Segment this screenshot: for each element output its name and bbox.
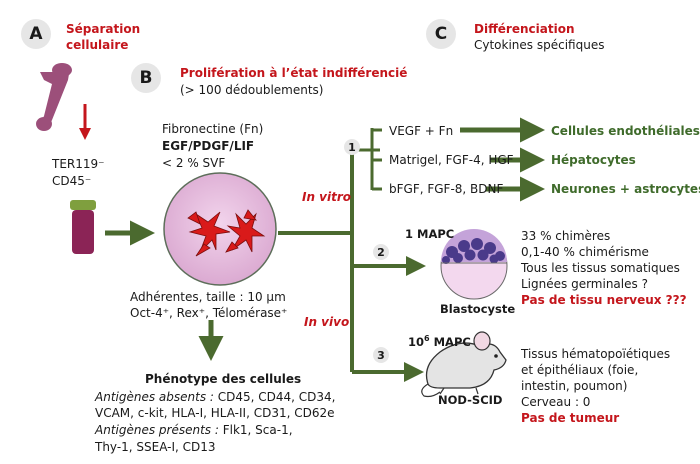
cell-size: Adhérentes, taille : 10 µm: [130, 290, 286, 304]
mouse-result-3: intestin, poumon): [521, 379, 628, 393]
outcome-hepatocytes: Hépatocytes: [551, 153, 636, 167]
label-c: C: [426, 19, 456, 49]
blastocyst-result-5: Pas de tissu nerveux ???: [521, 293, 687, 307]
culture-factors: EGF/PDGF/LIF: [162, 139, 255, 153]
section-a-title-1: Séparation: [66, 22, 141, 36]
mouse-result-4: Cerveau : 0: [521, 395, 591, 409]
antigens-present-line2: Thy-1, SSEA-I, CD13: [95, 440, 216, 454]
section-b-title: Prolifération à l’état indifférencié: [180, 66, 408, 80]
blastocyst-result-3: Tous les tissus somatiques: [521, 261, 680, 275]
antigens-present-label: Antigènes présents :: [95, 423, 219, 437]
marker-ter119: TER119⁻: [52, 157, 105, 171]
blastocyst-label: Blastocyste: [440, 302, 516, 316]
blastocyst-result-2: 0,1-40 % chimérisme: [521, 245, 649, 259]
section-a-title-2: cellulaire: [66, 38, 129, 52]
label-2: 2: [373, 244, 389, 260]
label-b: B: [131, 63, 161, 93]
label-3: 3: [373, 347, 389, 363]
culture-fibronectin: Fibronectine (Fn): [162, 122, 264, 136]
mouse-label: NOD-SCID: [438, 393, 503, 407]
culture-dish-icon: [163, 172, 277, 286]
section-c-subtitle: Cytokines spécifiques: [474, 38, 605, 52]
marker-cd45: CD45⁻: [52, 174, 92, 188]
mouse-result-1: Tissus hématopoïétiques: [521, 347, 671, 361]
condition-matrigel: Matrigel, FGF-4, HGF: [389, 153, 514, 167]
route-in-vitro: In vitro: [302, 190, 352, 204]
antigens-present-line1: Antigènes présents : Flk1, Sca-1,: [95, 423, 293, 437]
mouse-icon: [421, 331, 507, 398]
blastocyst-result-1: 33 % chimères: [521, 229, 611, 243]
cell-markers: Oct-4⁺, Rex⁺, Télomérase⁺: [130, 306, 288, 320]
section-b-subtitle: (> 100 dédoublements): [180, 83, 324, 97]
culture-svf: < 2 % SVF: [162, 156, 226, 170]
antigens-absent-label: Antigènes absents :: [95, 390, 214, 404]
route-in-vivo: In vivo: [304, 315, 350, 329]
section-c-title: Différenciation: [474, 22, 575, 36]
bone-icon: [36, 63, 72, 131]
phenotype-title: Phénotype des cellules: [145, 372, 302, 386]
blastocyst-icon: [440, 229, 508, 300]
antigens-absent-line2: VCAM, c-kit, HLA-I, HLA-II, CD31, CD62e: [95, 406, 335, 420]
mouse-result-2: et épithéliaux (foie,: [521, 363, 639, 377]
outcome-endothelial: Cellules endothéliales: [551, 124, 700, 138]
blastocyst-mapc: 1 MAPC: [405, 227, 455, 241]
label-a: A: [21, 19, 51, 49]
blastocyst-result-4: Lignées germinales ?: [521, 277, 648, 291]
mouse-mapc: 106 MAPC: [408, 334, 471, 349]
tube-icon: [70, 200, 96, 254]
condition-vegf: VEGF + Fn: [389, 124, 454, 138]
mouse-result-5: Pas de tumeur: [521, 411, 620, 425]
outcome-neurons: Neurones + astrocytes: [551, 182, 700, 196]
condition-bfgf: bFGF, FGF-8, BDNF: [389, 182, 504, 196]
label-1: 1: [344, 139, 360, 155]
antigens-absent-line1: Antigènes absents : CD45, CD44, CD34,: [95, 390, 336, 404]
